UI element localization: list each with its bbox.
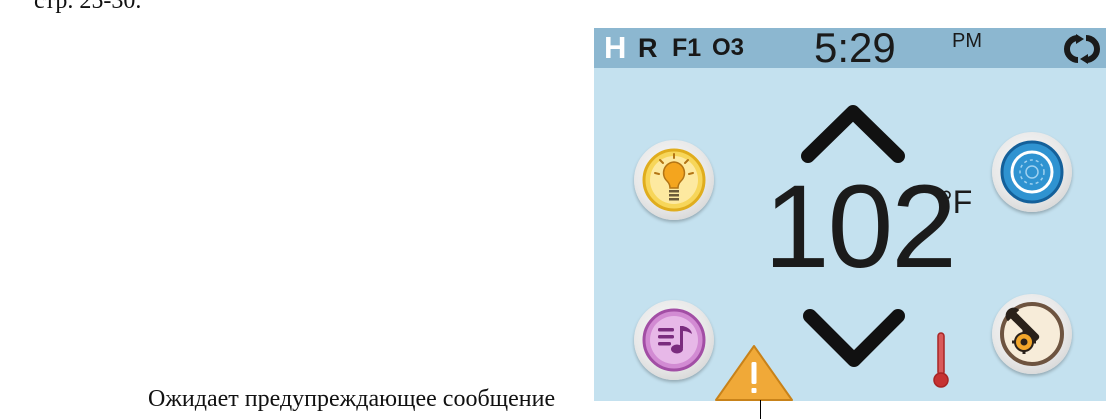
chevron-up-icon[interactable] [798,100,908,164]
thermometer-icon [933,332,949,388]
clock-time: 5:29 [814,28,896,71]
status-heater-indicator: H [604,30,627,65]
callout-pointer-line [760,400,761,419]
light-button[interactable] [634,140,714,220]
refresh-icon[interactable] [1062,34,1102,64]
warning-icon[interactable] [714,344,794,401]
clock-ampm: PM [952,30,982,52]
wrench-gear-icon [1000,302,1064,366]
temperature-unit: °F [940,184,973,220]
status-ready-indicator: R [638,33,658,63]
chevron-down-icon[interactable] [800,308,908,370]
temperature-readout: 102 [764,161,957,293]
lightbulb-icon [642,148,706,212]
status-ozone-indicator: O3 [712,34,745,61]
status-bar: H R F1 O3 5:29 PM [594,28,1106,71]
document-caption: Ожидает предупреждающее сообщение [148,386,556,412]
jets-icon [1000,140,1064,204]
document-text-snippet: стр. 25-30. [34,0,142,14]
spa-control-screen: H R F1 O3 5:29 PM [594,28,1106,401]
settings-button[interactable] [992,294,1072,374]
status-filter-indicator: F1 [672,34,702,62]
music-button[interactable] [634,300,714,380]
music-icon [642,308,706,372]
jets-button[interactable] [992,132,1072,212]
